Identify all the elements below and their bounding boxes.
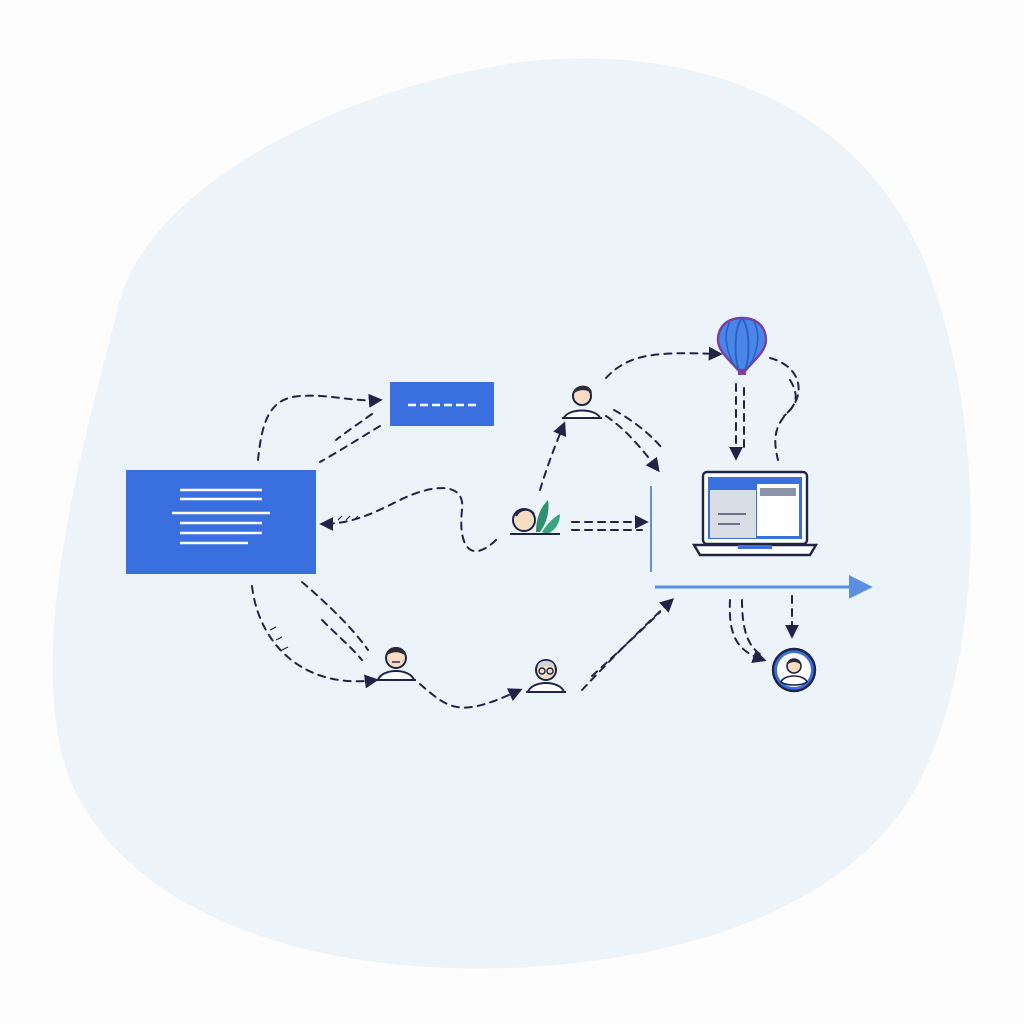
arrow-middle-person-to-timeline-2 <box>591 611 661 677</box>
hatch-marks <box>269 515 359 651</box>
person-with-glasses-icon <box>526 659 566 693</box>
arrow-top-person-to-laptop-2 <box>613 409 663 449</box>
arrow-chip-to-doc <box>319 425 381 463</box>
hot-air-balloon-icon <box>716 316 768 375</box>
arrow-top-person-to-laptop <box>605 415 660 473</box>
arrow-doc-to-chip <box>257 393 383 461</box>
text-chip <box>390 382 494 426</box>
person-with-plant-icon <box>510 500 560 535</box>
background-blob <box>52 58 971 969</box>
document-icon <box>172 488 270 545</box>
arrow-plant-to-doc <box>319 487 497 553</box>
person-icon <box>562 385 602 419</box>
document-card <box>126 470 316 574</box>
arrow-balloon-loop-2 <box>783 379 797 417</box>
arrow-middle-person-to-timeline <box>581 598 675 691</box>
arrow-chip-to-doc-2 <box>335 413 373 441</box>
laptop-icon <box>691 470 819 557</box>
arrow-doc-to-left-person <box>251 585 379 689</box>
user-avatar-icon <box>771 647 817 693</box>
arrow-left-person-to-middle-person <box>419 683 523 709</box>
arrow-plant-to-top-person <box>539 421 567 491</box>
arrow-timeline-to-avatar-2 <box>741 599 761 655</box>
arrow-doc-to-left-person-2 <box>301 581 369 651</box>
arrow-timeline-to-avatar <box>728 599 767 664</box>
arrow-doc-to-left-person-3 <box>321 619 363 661</box>
connector-group <box>251 346 800 709</box>
person-icon <box>376 647 416 681</box>
